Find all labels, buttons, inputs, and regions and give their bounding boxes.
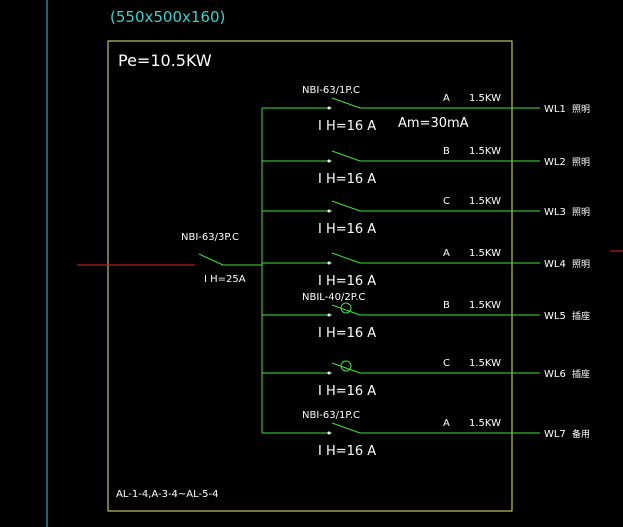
rcd-note: Am=30mA <box>398 116 469 131</box>
circuit-group: NBI-63/1P.C I H=16 A A 1.5KW WL1 照明 I H=16 A B 1… <box>262 85 590 459</box>
circuit-4-node <box>327 261 331 265</box>
circuit-6-rating: I H=16 A <box>318 384 376 399</box>
circuit-1-breaker-contact <box>331 97 361 109</box>
circuit-2-rating: I H=16 A <box>318 172 376 187</box>
circuit-1-breaker-model: NBI-63/1P.C <box>302 85 360 96</box>
circuit-4-rating: I H=16 A <box>318 274 376 289</box>
circuit-7-rating: I H=16 A <box>318 444 376 459</box>
circuit-3-phase: C <box>443 196 450 207</box>
circuit-6-breaker-contact <box>331 362 361 374</box>
circuit-3-breaker-contact <box>331 200 361 212</box>
circuit-3-power: 1.5KW <box>469 196 501 207</box>
circuit-1-node <box>327 106 331 110</box>
circuit-5-power: 1.5KW <box>469 300 501 311</box>
main-breaker-rating: I H=25A <box>204 274 246 285</box>
circuit-3-wl: WL3 <box>544 207 566 218</box>
circuit-4-phase: A <box>443 248 450 259</box>
panel-ids: AL-1-4,A-3-4~AL-5-4 <box>116 489 218 500</box>
circuit-5-rating: I H=16 A <box>318 326 376 341</box>
circuit-6-use: 插座 <box>572 368 590 380</box>
circuit-4-power: 1.5KW <box>469 248 501 259</box>
circuit-5-wl: WL5 <box>544 311 566 322</box>
circuit-6-rcd-symbol <box>340 360 352 372</box>
circuit-4-use: 照明 <box>572 259 590 270</box>
circuit-6-power: 1.5KW <box>469 358 501 369</box>
circuit-7-wl: WL7 <box>544 429 566 440</box>
circuit-4-wl: WL4 <box>544 259 566 270</box>
circuit-1-phase: A <box>443 93 450 104</box>
cabinet-dimensions: (550x500x160) <box>110 8 225 26</box>
circuit-1-rating: I H=16 A <box>318 119 376 134</box>
circuit-3-node <box>327 209 331 213</box>
circuit-6-node <box>327 371 331 375</box>
circuit-6-wl: WL6 <box>544 369 566 380</box>
circuit-2-node <box>327 159 331 163</box>
main-breaker-model: NBI-63/3P.C <box>181 232 239 243</box>
cabinet-box <box>107 40 513 512</box>
circuit-1-use: 照明 <box>572 104 590 115</box>
circuit-7-phase: A <box>443 418 450 429</box>
circuit-2-power: 1.5KW <box>469 146 501 157</box>
circuit-5-breaker-model: NBIL-40/2P.C <box>302 292 365 303</box>
circuit-5-node <box>327 313 331 317</box>
circuit-5-rcd-symbol <box>340 302 352 314</box>
circuit-5-use: 插座 <box>572 310 590 322</box>
circuit-1-power: 1.5KW <box>469 93 501 104</box>
circuit-5-phase: B <box>443 300 450 311</box>
circuit-2-wl: WL2 <box>544 157 566 168</box>
circuit-3-rating: I H=16 A <box>318 222 376 237</box>
circuit-1-wl: WL1 <box>544 104 566 115</box>
cabinet-power: Pe=10.5KW <box>118 51 212 70</box>
circuit-7-breaker-model: NBI-63/1P.C <box>302 410 360 421</box>
circuit-2-phase: B <box>443 146 450 157</box>
circuit-7-use: 备用 <box>572 428 590 440</box>
circuit-5-breaker-contact <box>331 304 361 316</box>
circuit-2-use: 照明 <box>572 157 590 168</box>
circuit-4-breaker-contact <box>331 252 361 264</box>
circuit-7-power: 1.5KW <box>469 418 501 429</box>
circuit-3-use: 照明 <box>572 207 590 218</box>
circuit-6-phase: C <box>443 358 450 369</box>
circuit-7-node <box>327 431 331 435</box>
circuit-7-breaker-contact <box>331 422 361 434</box>
circuit-2-breaker-contact <box>331 150 361 162</box>
main-breaker-contact <box>198 253 224 266</box>
